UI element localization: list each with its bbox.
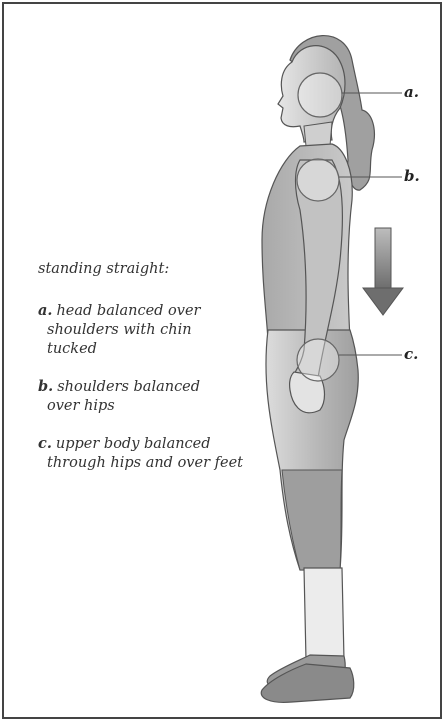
caption-item-a: a.head balanced over shoulders with chin… [38, 301, 288, 359]
item-line: shoulders balanced [57, 379, 200, 395]
callout-label-a: a. [404, 83, 419, 101]
item-line: shoulders with chin [38, 321, 288, 340]
callout-circle-c [297, 339, 339, 381]
front-foot [261, 664, 354, 702]
item-line: upper body balanced [56, 436, 211, 452]
item-line: over hips [38, 397, 288, 416]
item-key: c. [38, 435, 52, 452]
callout-circle-b [297, 159, 339, 201]
down-arrow-icon [363, 228, 403, 315]
caption-item-b: b.shoulders balanced over hips [38, 377, 288, 416]
callout-circle-a [298, 73, 342, 117]
caption-heading: standing straight: [38, 260, 288, 279]
callout-label-b: b. [404, 167, 420, 185]
caption-item-c: c.upper body balanced through hips and o… [38, 434, 288, 473]
caption-block: standing straight: a.head balanced over … [38, 260, 288, 491]
item-key: a. [38, 302, 52, 319]
item-line: head balanced over [56, 303, 200, 319]
item-key: b. [38, 378, 53, 395]
item-line: tucked [38, 340, 288, 359]
item-line: through hips and over feet [38, 454, 288, 473]
callout-label-c: c. [404, 345, 418, 363]
